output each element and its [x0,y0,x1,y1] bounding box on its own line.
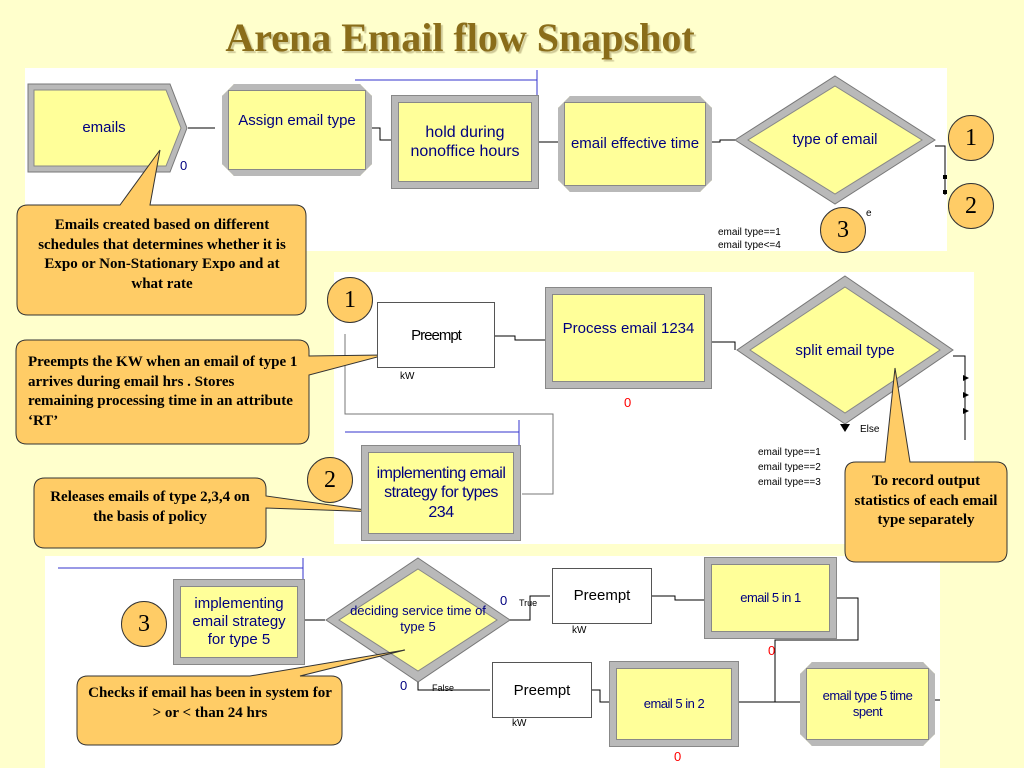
emails-label[interactable]: emails [82,119,126,136]
preempt-module-2[interactable]: Preempt [552,568,652,624]
flow2-cond-2: email type==2 [758,462,821,473]
callout-preempt: Preempts the KW when an email of type 1 … [28,354,298,429]
number-badge-3-flow: 3 [121,601,167,647]
false-branch-label: False [432,683,455,693]
true-branch-label: True [519,598,538,608]
number-badge-2-top: 2 [948,183,994,229]
number-badge-2-flow: 2 [307,457,353,503]
preempt-module-3[interactable]: Preempt [492,662,592,718]
email5in2-counter: 0 [674,749,682,764]
callout-24hrs: Checks if email has been in system for >… [88,685,332,721]
preempt-kw-label-2: kW [572,625,587,636]
implementing-234-module[interactable]: implementing email strategy for types 23… [362,446,520,540]
flow1-else-label: e [866,208,872,219]
preempt-kw-label-1: kW [400,371,415,382]
decide-false-counter: 0 [400,678,408,693]
callout-shape-2 [15,339,386,445]
type-of-email-label[interactable]: type of email [792,131,878,148]
assign-email-type-module[interactable]: Assign email type [222,84,372,176]
number-badge-1-top: 1 [948,115,994,161]
preempt-kw-label-3: kW [512,718,527,729]
split-email-type-label[interactable]: split email type [795,342,895,359]
email-5-in-1-module[interactable]: email 5 in 1 [705,558,836,638]
callout-shape-5 [76,649,406,746]
process-email-1234-module[interactable]: Process email 1234 [546,288,711,388]
implementing-5-module[interactable]: implementing email strategy for type 5 [174,580,304,664]
decide-true-counter: 0 [500,593,508,608]
callout-output-stats: To record output statistics of each emai… [854,473,998,528]
process-counter: 0 [624,395,632,410]
email-effective-time-module[interactable]: email effective time [558,96,712,192]
page-title: Arena Email flow Snapshot [225,15,695,60]
number-badge-1-flow: 1 [327,277,373,323]
callout-shape-3 [33,477,381,549]
number-badge-3-top: 3 [820,207,866,253]
email-type-5-time-spent-module[interactable]: email type 5 time spent [800,662,935,746]
email-5-in-2-module[interactable]: email 5 in 2 [610,662,738,746]
emails-counter: 0 [180,158,188,173]
hold-nonoffice-module[interactable]: hold during nonoffice hours [392,96,538,188]
flow2-else-label: Else [860,424,880,435]
email5in1-counter: 0 [768,643,776,658]
flow1-cond-1: email type==1 [718,227,781,238]
callout-release: Releases emails of type 2,3,4 on the bas… [50,489,250,525]
flow2-cond-1: email type==1 [758,447,821,458]
preempt-module-1[interactable]: Preempt [377,302,495,368]
callout-emails-creation: Emails created based on different schedu… [38,217,286,292]
callout-shape-4 [844,367,1008,563]
callout-shape-1 [16,149,307,316]
flow2-cond-3: email type==3 [758,477,821,488]
deciding-service-time-label[interactable]: deciding service time of type 5 [350,603,486,635]
flow1-cond-2: email type<=4 [718,240,781,251]
